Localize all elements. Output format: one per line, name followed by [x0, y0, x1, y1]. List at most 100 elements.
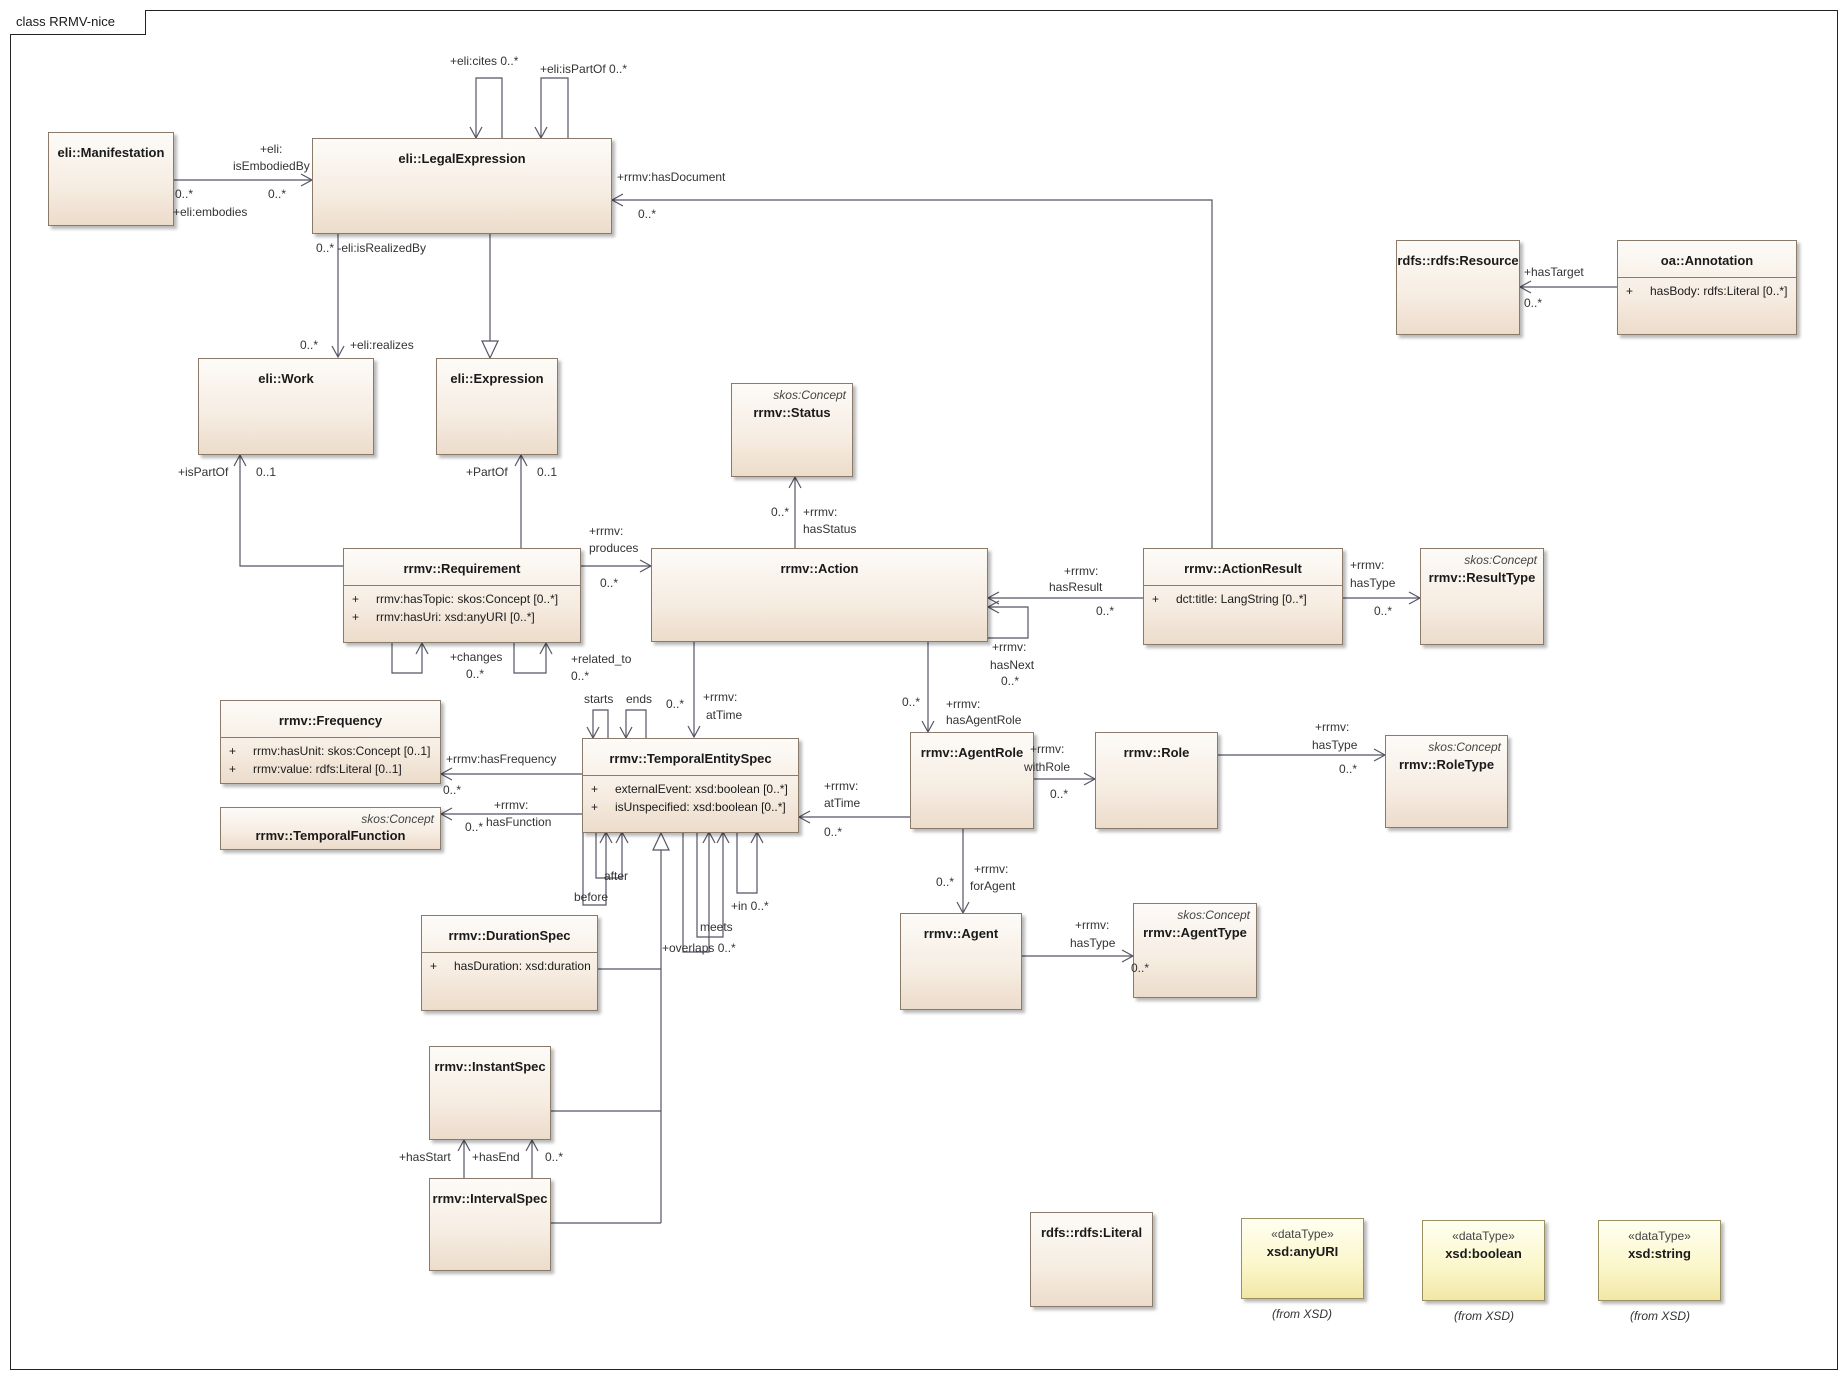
multiplicity-label: 0..* — [466, 667, 485, 681]
attribute-compartment: +rrmv:hasUnit: skos:Concept [0..1] +rrmv… — [221, 737, 440, 778]
role-label: after — [604, 869, 629, 883]
class-temporal-function[interactable]: skos:Concept rrmv::TemporalFunction — [220, 807, 441, 850]
attribute-row: +rrmv:hasUnit: skos:Concept [0..1] — [229, 744, 431, 758]
datatype-xsd-boolean[interactable]: «dataType» xsd:boolean — [1422, 1220, 1545, 1301]
role-label: +hasStart — [399, 1150, 451, 1164]
ends-loop — [619, 709, 647, 740]
role-label: +rrmv: — [946, 697, 981, 711]
attribute-row: +hasDuration: xsd:duration — [430, 959, 591, 973]
class-name: rrmv::Action — [780, 561, 859, 576]
role-label: +related_to — [571, 652, 632, 666]
role-label: produces — [589, 541, 639, 555]
multiplicity-label: 0..* — [666, 697, 685, 711]
role-label: meets — [700, 920, 733, 934]
multiplicity-label: 0..* — [1131, 961, 1150, 975]
from-package-label: (from XSD) — [1454, 1309, 1514, 1323]
multiplicity-label: 0..1 — [256, 465, 277, 479]
role-label: +rrmv: — [1315, 720, 1350, 734]
role-label: hasType — [1312, 738, 1358, 752]
attribute-row: +isUnspecified: xsd:boolean [0..*] — [591, 800, 786, 814]
role-label: ends — [626, 692, 653, 706]
class-name: rdfs::rdfs:Resource — [1397, 253, 1519, 268]
class-action[interactable]: rrmv::Action — [651, 548, 988, 642]
class-requirement[interactable]: rrmv::Requirement +rrmv:hasTopic: skos:C… — [343, 548, 581, 643]
class-manifestation[interactable]: eli::Manifestation — [48, 132, 174, 226]
role-label: 0..* -eli:isRealizedBy — [316, 241, 427, 255]
class-name: rrmv::Role — [1123, 745, 1190, 760]
class-duration-spec[interactable]: rrmv::DurationSpec +hasDuration: xsd:dur… — [421, 915, 598, 1011]
role-label: hasFunction — [486, 815, 552, 829]
role-label: +overlaps 0..* — [662, 941, 736, 955]
role-label: +rrmv:hasFrequency — [446, 752, 557, 766]
diagram-frame — [10, 10, 1838, 1370]
class-temporal-entity-spec[interactable]: rrmv::TemporalEntitySpec +externalEvent:… — [582, 738, 799, 833]
class-legal-expression[interactable]: eli::LegalExpression — [312, 138, 612, 234]
multiplicity-label: 0..* — [1096, 604, 1115, 618]
multiplicity-label: 0..* — [175, 187, 194, 201]
class-annotation[interactable]: oa::Annotation +hasBody: rdfs:Literal [0… — [1617, 240, 1797, 335]
attribute-row: +dct:title: LangString [0..*] — [1152, 592, 1307, 606]
datatype-xsd-anyuri[interactable]: «dataType» xsd:anyURI — [1241, 1218, 1364, 1299]
class-agent-role[interactable]: rrmv::AgentRole — [910, 732, 1034, 829]
role-label: +hasTarget — [1524, 265, 1584, 279]
class-agent-type[interactable]: skos:Concept rrmv::AgentType — [1133, 903, 1257, 998]
class-name: eli::LegalExpression — [398, 151, 526, 166]
class-name: rrmv::Requirement — [403, 561, 521, 576]
class-name: eli::Work — [258, 371, 314, 386]
multiplicity-label: 0..* — [1001, 674, 1020, 688]
class-name: eli::Expression — [450, 371, 544, 386]
class-rdfs-resource[interactable]: rdfs::rdfs:Resource — [1396, 240, 1520, 335]
role-label: hasAgentRole — [946, 713, 1022, 727]
cites-loop — [469, 77, 503, 140]
class-interval-spec[interactable]: rrmv::IntervalSpec — [429, 1178, 551, 1271]
multiplicity-label: +in 0..* — [731, 899, 769, 913]
class-name: xsd:string — [1628, 1246, 1691, 1261]
class-name: rrmv::AgentType — [1143, 925, 1247, 940]
multiplicity-label: 0..* — [571, 669, 590, 683]
class-result-type[interactable]: skos:Concept rrmv::ResultType — [1420, 548, 1544, 645]
stereotype: skos:Concept — [1428, 740, 1501, 754]
multiplicity-label: 0..* — [545, 1150, 564, 1164]
multiplicity-label: 0..* — [771, 505, 790, 519]
class-rdfs-literal[interactable]: rdfs::rdfs:Literal — [1030, 1212, 1153, 1307]
class-work[interactable]: eli::Work — [198, 358, 374, 455]
role-label: starts — [584, 692, 614, 706]
class-frequency[interactable]: rrmv::Frequency +rrmv:hasUnit: skos:Conc… — [220, 700, 441, 784]
attribute-compartment: +hasBody: rdfs:Literal [0..*] — [1618, 277, 1796, 300]
from-package-label: (from XSD) — [1630, 1309, 1690, 1323]
req-work-link — [233, 453, 343, 567]
multiplicity-label: 0..* — [600, 576, 619, 590]
class-agent[interactable]: rrmv::Agent — [900, 913, 1022, 1010]
class-status[interactable]: skos:Concept rrmv::Status — [731, 383, 853, 477]
attribute-compartment: +externalEvent: xsd:boolean [0..*] +isUn… — [583, 775, 798, 816]
class-name: rrmv::InstantSpec — [434, 1059, 546, 1074]
class-role[interactable]: rrmv::Role — [1095, 732, 1218, 829]
multiplicity-label: 0..* — [443, 783, 462, 797]
in-loop — [736, 830, 764, 894]
class-expression[interactable]: eli::Expression — [436, 358, 558, 455]
class-role-type[interactable]: skos:Concept rrmv::RoleType — [1385, 735, 1508, 828]
role-label: +eli: — [260, 142, 283, 156]
before-loop — [582, 830, 613, 906]
multiplicity-label: 0..* — [300, 338, 319, 352]
attribute-compartment: +hasDuration: xsd:duration — [422, 952, 597, 975]
multiplicity-label: 0..* — [1374, 604, 1393, 618]
role-label: +eli:embodies — [173, 205, 248, 219]
class-action-result[interactable]: rrmv::ActionResult +dct:title: LangStrin… — [1143, 548, 1343, 645]
class-name: rrmv::Status — [753, 405, 831, 420]
class-name: rrmv::TemporalEntitySpec — [609, 751, 772, 766]
datatype-xsd-string[interactable]: «dataType» xsd:string — [1598, 1220, 1721, 1301]
class-name: rrmv::TemporalFunction — [255, 828, 406, 843]
role-label: atTime — [706, 708, 743, 722]
attribute-row: +rrmv:hasTopic: skos:Concept [0..*] — [352, 592, 559, 606]
hasdocument-link — [610, 193, 1213, 550]
multiplicity-label: 0..* — [1339, 762, 1358, 776]
stereotype: skos:Concept — [361, 812, 434, 826]
attribute-row: +externalEvent: xsd:boolean [0..*] — [591, 782, 788, 796]
attribute-compartment: +dct:title: LangString [0..*] — [1144, 585, 1342, 608]
class-name: rrmv::ActionResult — [1184, 561, 1302, 576]
attribute-row: +rrmv:value: rdfs:Literal [0..1] — [229, 762, 402, 776]
role-label: +rrmv: — [824, 779, 859, 793]
role-label: +rrmv: — [1075, 918, 1110, 932]
class-instant-spec[interactable]: rrmv::InstantSpec — [429, 1046, 551, 1140]
